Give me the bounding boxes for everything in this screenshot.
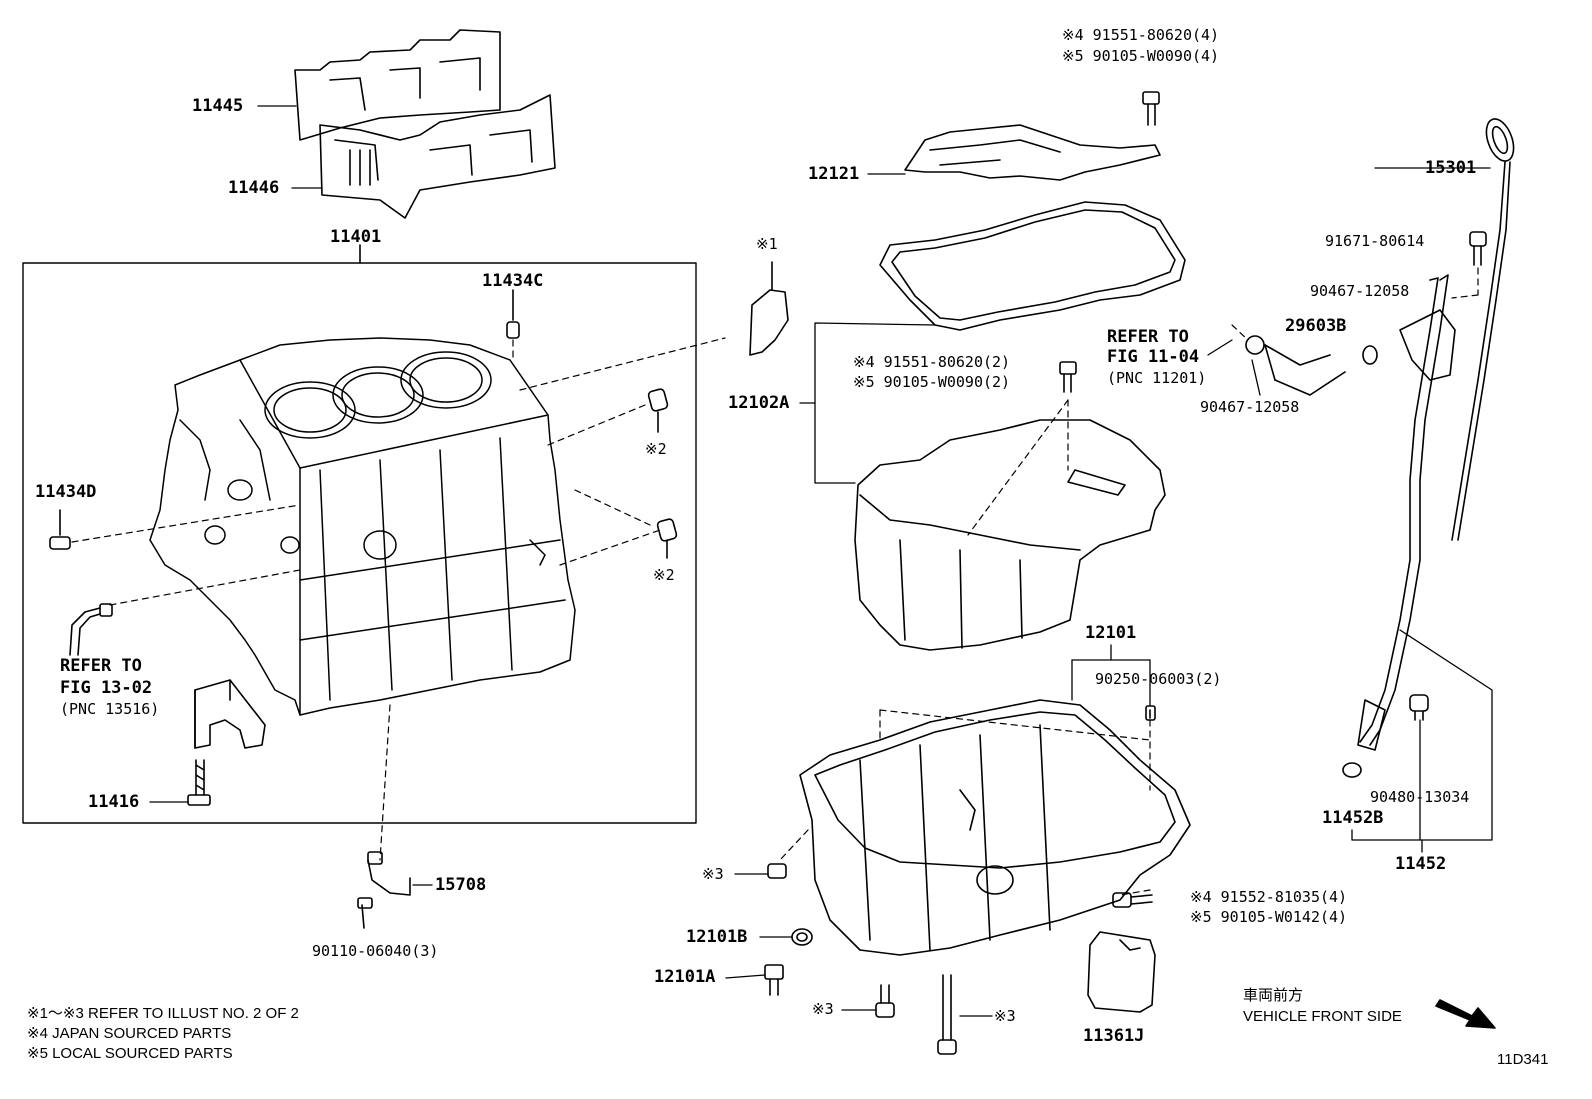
label-12101: 12101: [1085, 623, 1137, 643]
note-refer-illust: ※1～※3 REFER TO ILLUST NO. 2 OF 2: [27, 1005, 299, 1022]
oil-pipe-13516: [69, 603, 113, 656]
cylinder-block-group: [22, 244, 697, 824]
arrow-icon: [1435, 999, 1496, 1029]
label-bolt-bot-2: ※5 90105-W0142(4): [1190, 908, 1348, 926]
hose-29603B: [1245, 335, 1378, 396]
note-local-sourced: ※5 LOCAL SOURCED PARTS: [27, 1045, 233, 1062]
dipstick-leaders: [1351, 629, 1493, 853]
heat-shield-11445: [294, 29, 501, 141]
baffle-plate-12121: [904, 124, 1161, 181]
pin-lower: [656, 518, 678, 559]
dowel-11434D: [49, 509, 71, 550]
label-29603B: 29603B: [1285, 316, 1347, 336]
label-refer-13-1: REFER TO: [60, 656, 142, 676]
label-refer-11-1: REFER TO: [1107, 327, 1189, 347]
dipstick-guide: [1357, 274, 1456, 751]
bolt-11416: [187, 759, 211, 806]
vehicle-front-en: VEHICLE FRONT SIDE: [1243, 1008, 1402, 1025]
lower-oil-pan: [799, 699, 1191, 956]
label-15301: 15301: [1425, 158, 1477, 178]
label-bolt-bot-1: ※4 91552-81035(4): [1190, 888, 1348, 906]
studs-bottom: [875, 974, 957, 1055]
label-11434C: 11434C: [482, 271, 544, 291]
label-mark2-upper: ※2: [645, 440, 667, 458]
label-11452: 11452: [1395, 854, 1447, 874]
cylinder-block: [149, 337, 576, 716]
label-11434D: 11434D: [35, 482, 97, 502]
oil-jet-15708: [357, 851, 411, 929]
label-11401: 11401: [330, 227, 382, 247]
label-refer-13-2: FIG 13-02: [60, 678, 153, 698]
label-11446: 11446: [228, 178, 280, 198]
pan-dashed: [779, 399, 1151, 896]
label-12121: 12121: [808, 164, 860, 184]
label-refer-11-3: (PNC 11201): [1107, 369, 1207, 387]
label-11361J: 11361J: [1083, 1026, 1145, 1046]
pin-upper: [647, 388, 669, 433]
dipstick-dashed: [1231, 267, 1479, 341]
label-bolt-top-2: ※5 90105-W0090(4): [1062, 47, 1220, 65]
label-mark2-lower: ※2: [653, 566, 675, 584]
label-mark3-mid: ※3: [812, 1000, 834, 1018]
figure-id: 11D341: [1497, 1051, 1549, 1068]
label-refer-11-2: FIG 11-04: [1107, 347, 1200, 367]
label-12102A: 12102A: [728, 393, 790, 413]
bolt-91671: [1469, 231, 1487, 266]
label-91671: 91671-80614: [1325, 232, 1425, 250]
label-refer-13-3: (PNC 13516): [60, 700, 160, 718]
note-japan-sourced: ※4 JAPAN SOURCED PARTS: [27, 1025, 232, 1042]
upper-oil-pan: [854, 419, 1166, 651]
label-90110: 90110-06040(3): [312, 942, 439, 960]
label-11416: 11416: [88, 792, 140, 812]
label-mark3-right: ※3: [994, 1007, 1016, 1025]
label-90467-upper: 90467-12058: [1310, 282, 1410, 300]
label-bolt-mid-1: ※4 91551-80620(2): [853, 353, 1011, 371]
bolt-bottom: [1112, 892, 1153, 908]
label-12101A: 12101A: [654, 967, 716, 987]
bracket-mark1: [749, 261, 789, 356]
heat-shield-11446: [319, 94, 556, 219]
label-leaders: [149, 105, 1491, 1017]
label-11452B: 11452B: [1322, 808, 1384, 828]
label-90250: 90250-06003(2): [1095, 670, 1222, 688]
dowel-11434C: [506, 289, 520, 339]
drain-plug-parts: [764, 705, 1156, 996]
gasket-12102A: [879, 201, 1186, 331]
label-mark3-left: ※3: [702, 865, 724, 883]
dashed-leaders: [71, 337, 726, 861]
pan-leaders: [799, 322, 1151, 706]
label-11445: 11445: [192, 96, 244, 116]
label-bolt-mid-2: ※5 90105-W0090(2): [853, 373, 1011, 391]
label-mark1: ※1: [756, 235, 778, 253]
bolt-mid: [1059, 361, 1077, 393]
cover-11361J: [1087, 931, 1156, 1013]
vehicle-front-jp: 車両前方: [1243, 987, 1304, 1004]
label-90467-lower: 90467-12058: [1200, 398, 1300, 416]
label-90480: 90480-13034: [1370, 788, 1470, 806]
label-bolt-top-1: ※4 91551-80620(4): [1062, 26, 1220, 44]
dipstick-15301: [1451, 118, 1515, 541]
bolt-top: [1142, 91, 1160, 126]
bearing-cap: [194, 679, 266, 749]
label-15708: 15708: [435, 875, 487, 895]
label-12101B: 12101B: [686, 927, 748, 947]
plug-90480: [1342, 694, 1429, 778]
